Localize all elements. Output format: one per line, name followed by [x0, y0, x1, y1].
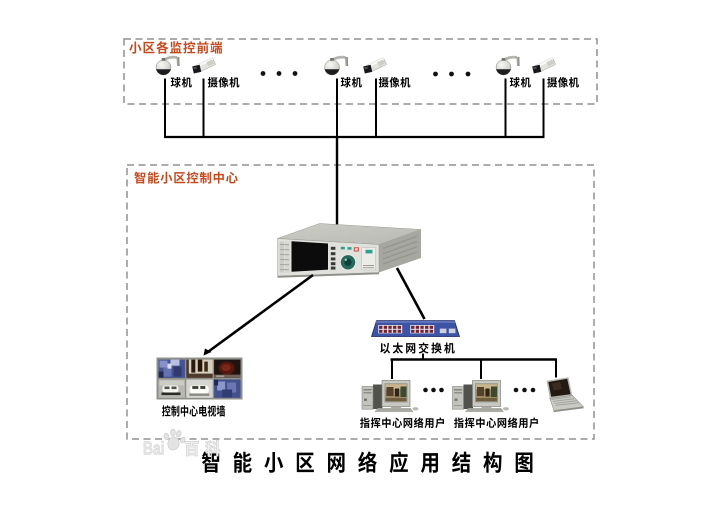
- svg-text:Bai: Bai: [143, 438, 165, 459]
